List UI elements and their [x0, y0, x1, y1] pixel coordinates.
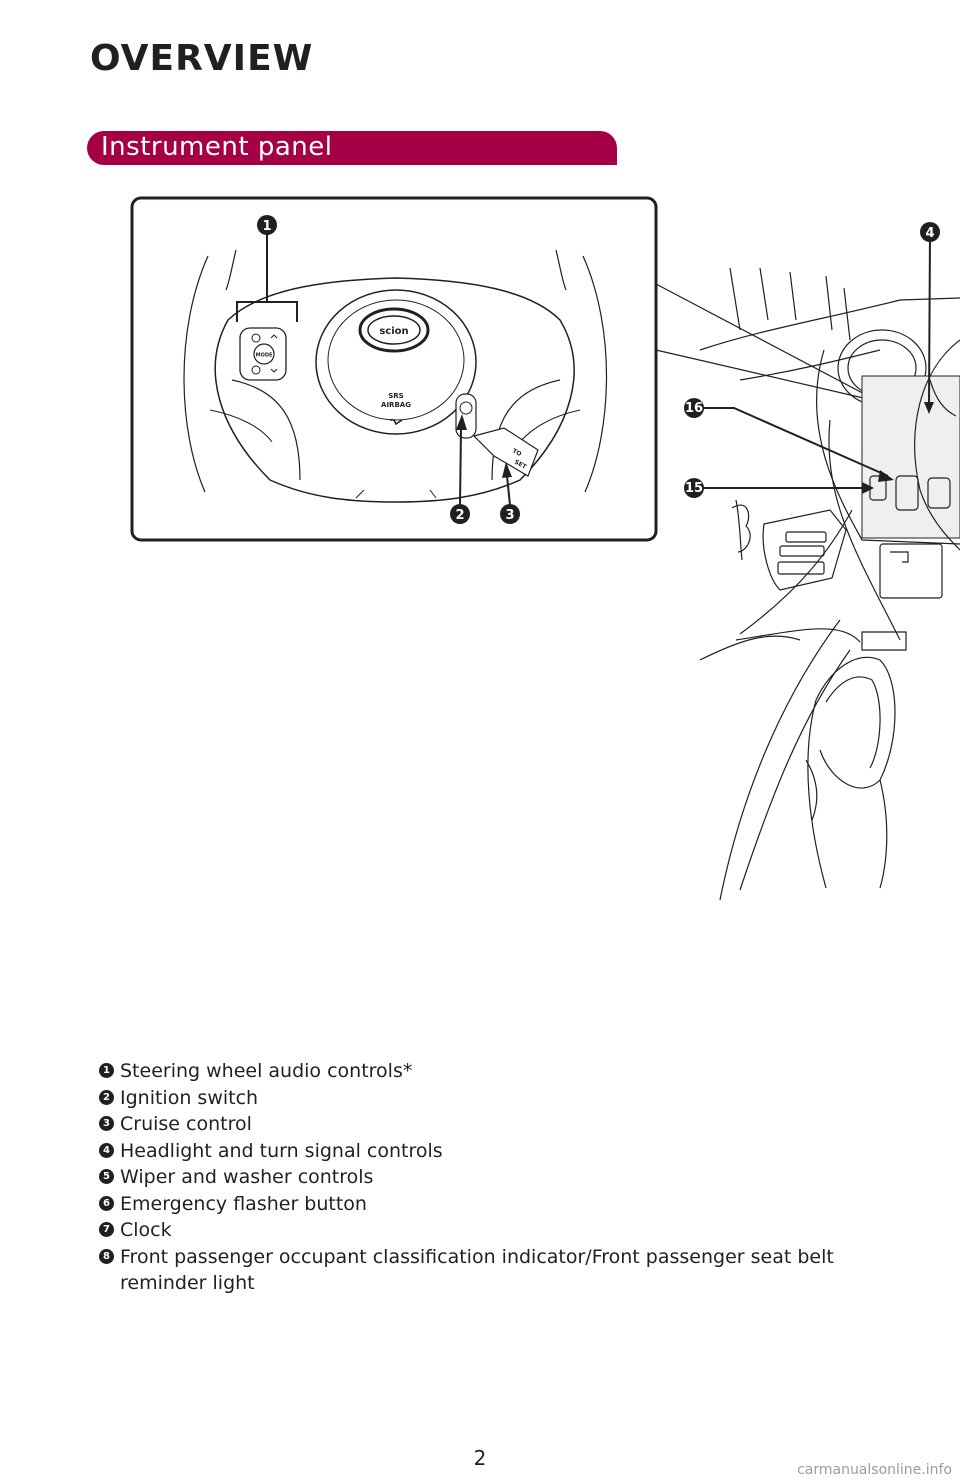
legend-text: Ignition switch [120, 1086, 259, 1109]
legend-item: 5 Wiper and washer controls [99, 1164, 899, 1191]
callout-16: 16 [684, 398, 704, 418]
svg-text:1: 1 [262, 219, 271, 234]
legend-item: 3 Cruise control [99, 1111, 899, 1138]
legend-text: Emergency flasher button [120, 1192, 367, 1215]
svg-text:3: 3 [505, 508, 514, 523]
callout-15: 15 [684, 478, 704, 498]
legend-text: Clock [120, 1219, 172, 1241]
page-title: OVERVIEW [90, 38, 314, 79]
callout-2: 2 [450, 504, 470, 524]
callout-leaders [698, 231, 931, 489]
logo-text: scion [379, 326, 408, 337]
legend-text: Cruise control [120, 1113, 252, 1135]
horn-icon [390, 419, 403, 426]
legend-item: 6 Emergency flasher button [99, 1191, 899, 1218]
airbag-text: AIRBAG [381, 401, 411, 409]
page-number: 2 [473, 1446, 487, 1470]
legend-item: 2 Ignition switch [99, 1085, 899, 1112]
legend-item: 8 Front passenger occupant classification… [99, 1244, 899, 1297]
legend-number-badge: 5 [99, 1169, 114, 1184]
callout-4: 4 [920, 222, 940, 242]
legend-number-badge: 4 [99, 1142, 114, 1158]
stalk-to-text: TO [511, 448, 522, 459]
callout-1: 1 [257, 215, 277, 235]
instrument-panel-illustration: scion SRS AIRBAG MODE TO SET [130, 196, 960, 900]
legend-text: Front passenger occupant classification … [120, 1245, 834, 1295]
legend-number-badge: 1 [99, 1063, 114, 1078]
section-header-label: Instrument panel [101, 132, 333, 162]
legend-list: 1 Steering wheel audio controls* 2 Ignitio… [99, 1058, 899, 1297]
audio-controls: MODE [239, 327, 287, 381]
dashboard-line-art [655, 267, 960, 900]
svg-text:16: 16 [685, 401, 703, 416]
legend-text: Steering wheel audio controls* [120, 1060, 413, 1082]
steering-wheel-inset: scion SRS AIRBAG MODE TO SET [130, 196, 658, 542]
legend-number-badge: 8 [99, 1248, 114, 1264]
ignition-switch [455, 393, 477, 439]
legend-item: 4 Headlight and turn signal controls [99, 1138, 899, 1165]
svg-text:2: 2 [455, 508, 464, 523]
legend-item: 1 Steering wheel audio controls* [99, 1058, 899, 1085]
section-header-tab: Instrument panel [87, 131, 617, 165]
legend-text: Wiper and washer controls [120, 1166, 374, 1188]
legend-text: Headlight and turn signal controls [120, 1139, 443, 1162]
legend-item: 7 Clock [99, 1217, 899, 1244]
svg-text:15: 15 [685, 481, 703, 496]
legend-number-badge: 7 [99, 1222, 114, 1237]
callout-3: 3 [500, 504, 520, 524]
legend-number-badge: 2 [99, 1089, 114, 1105]
srs-text: SRS [388, 392, 403, 400]
cruise-control-stalk: TO SET [472, 427, 539, 477]
watermark: carmanualsonline.info [797, 1462, 952, 1478]
legend-number-badge: 3 [99, 1116, 114, 1131]
mode-button-text: MODE [256, 353, 273, 359]
legend-number-badge: 6 [99, 1195, 114, 1211]
svg-text:4: 4 [925, 226, 934, 241]
